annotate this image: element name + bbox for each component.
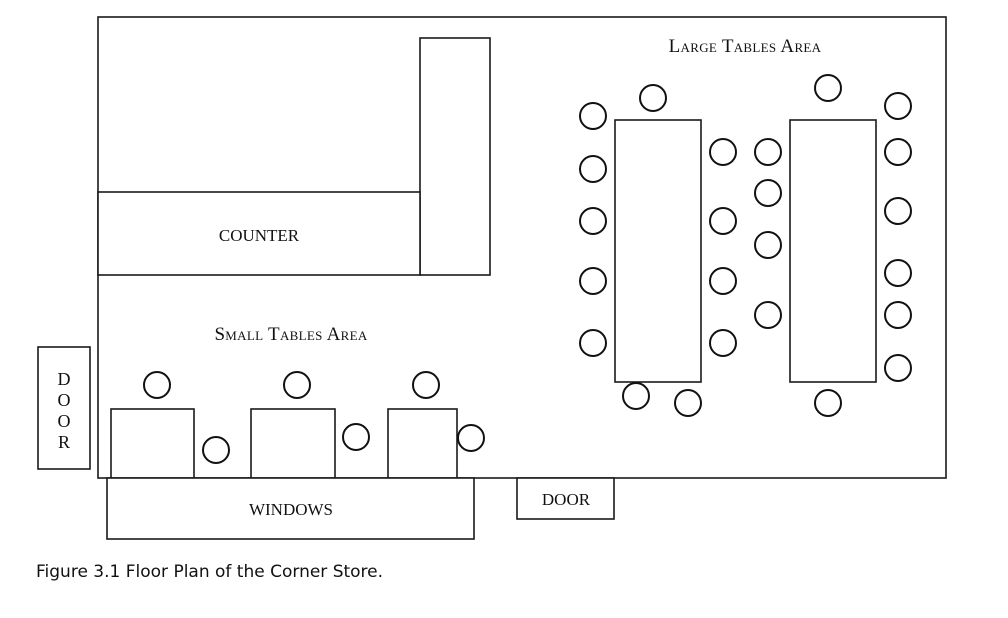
chair: [884, 354, 912, 382]
large-table-2: [789, 119, 877, 383]
small-table-2: [250, 408, 336, 479]
chair: [202, 436, 230, 464]
windows: [106, 477, 475, 540]
chair: [814, 74, 842, 102]
chair: [143, 371, 171, 399]
door-left-letter: O: [58, 411, 71, 431]
chair: [457, 424, 485, 452]
chair: [884, 259, 912, 287]
chair: [709, 329, 737, 357]
chair: [814, 389, 842, 417]
chair: [709, 207, 737, 235]
chair: [674, 389, 702, 417]
door-left-letter: R: [58, 432, 70, 452]
chair: [579, 155, 607, 183]
chair: [622, 382, 650, 410]
door-bottom-label: DOOR: [542, 490, 591, 509]
large-tables-area-label: Large Tables Area: [669, 36, 822, 57]
chair: [639, 84, 667, 112]
door-bottom: [516, 477, 615, 520]
small-table-1: [110, 408, 195, 479]
chair: [342, 423, 370, 451]
chair: [412, 371, 440, 399]
figure-caption: Figure 3.1 Floor Plan of the Corner Stor…: [36, 562, 384, 582]
chair: [579, 207, 607, 235]
small-tables-area-label: Small Tables Area: [214, 324, 367, 345]
large-table-2-chairs: [754, 74, 912, 417]
chair: [884, 301, 912, 329]
small-tables-chairs: [143, 371, 485, 464]
door-left-letter: O: [58, 390, 71, 410]
chair: [754, 138, 782, 166]
counter: [97, 191, 421, 276]
chair: [579, 267, 607, 295]
counter-label: COUNTER: [219, 226, 300, 245]
door-left-letter: D: [58, 369, 71, 389]
chair: [709, 267, 737, 295]
chair: [709, 138, 737, 166]
chair: [884, 197, 912, 225]
large-table-1: [614, 119, 702, 383]
small-table-3: [387, 408, 458, 479]
chair: [754, 301, 782, 329]
chair: [754, 179, 782, 207]
counter-side-section: [419, 37, 491, 276]
chair: [884, 138, 912, 166]
chair: [884, 92, 912, 120]
large-table-1-chairs: [579, 84, 737, 417]
door-left: [37, 346, 91, 470]
chair: [283, 371, 311, 399]
chair: [754, 231, 782, 259]
windows-label: WINDOWS: [249, 500, 333, 519]
chair: [579, 102, 607, 130]
chair: [579, 329, 607, 357]
